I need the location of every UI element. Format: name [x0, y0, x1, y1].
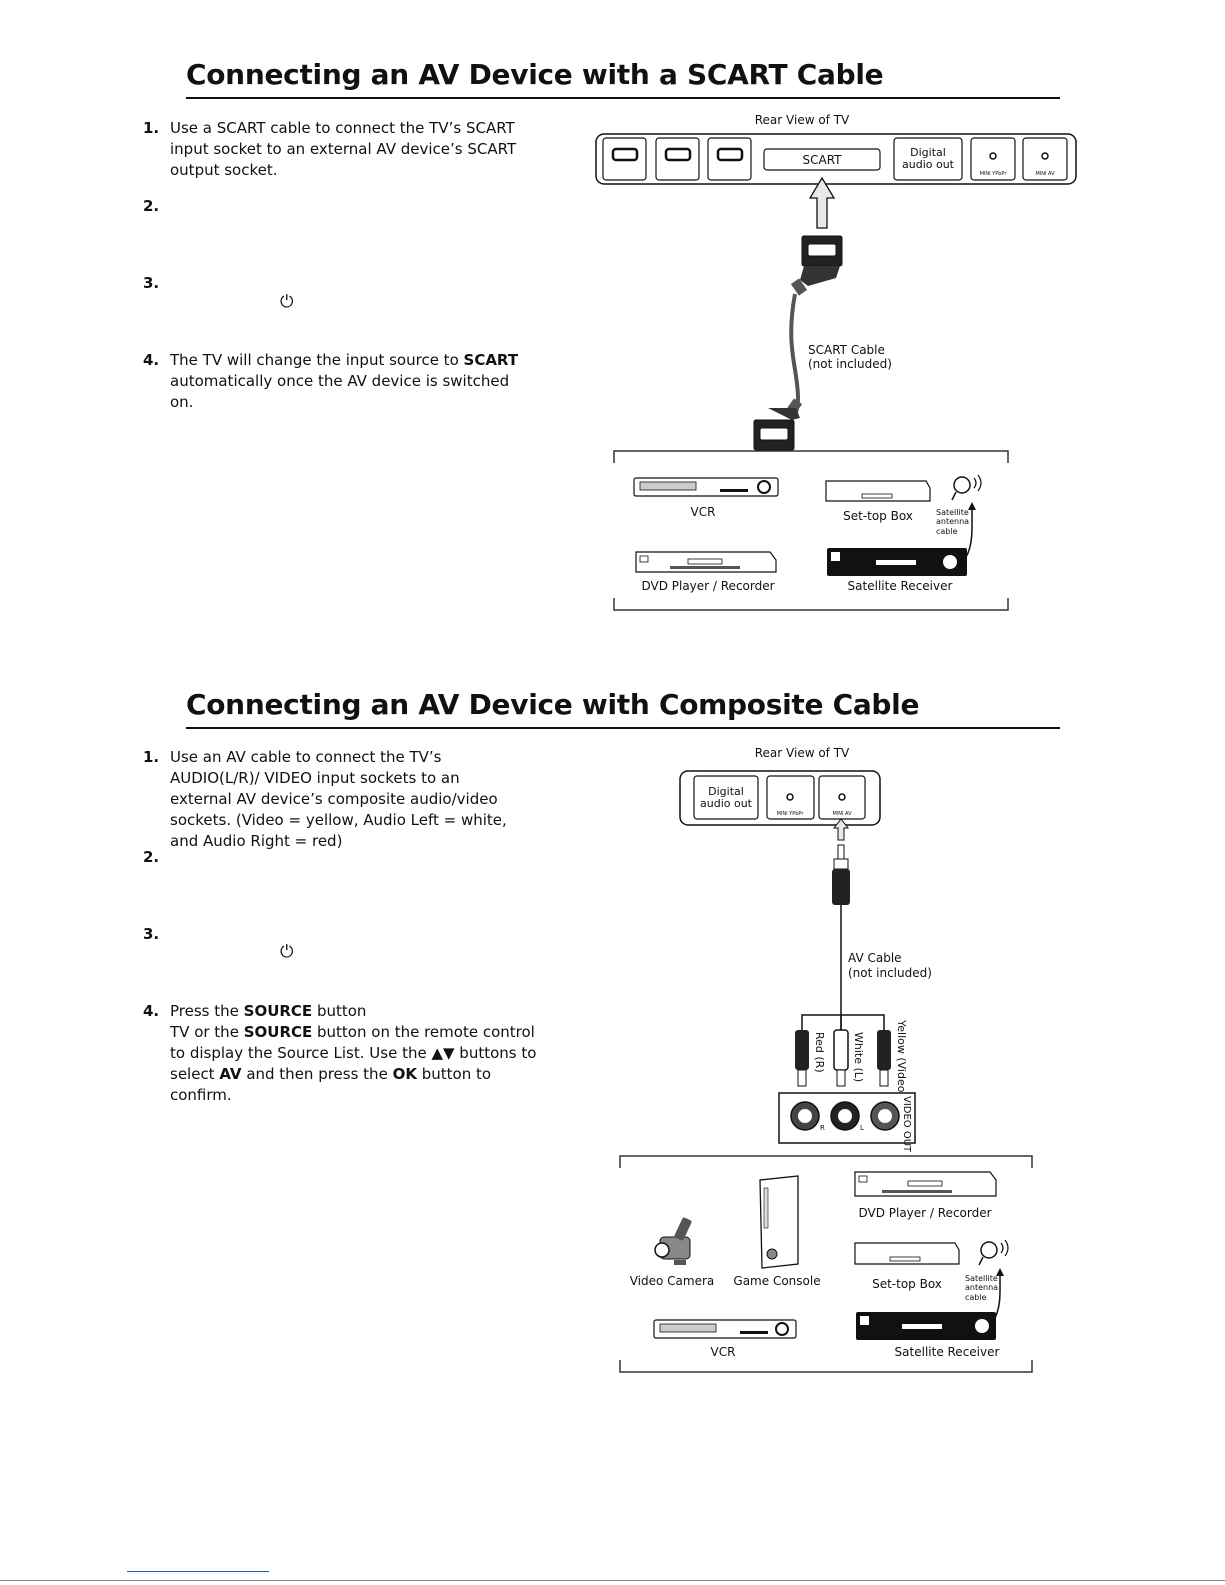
mini-av-port	[818, 775, 866, 820]
sat-cable-label: antenna	[965, 1283, 998, 1292]
digital-audio-label: audio out	[700, 797, 753, 810]
satellite-dish-icon	[978, 1239, 1009, 1266]
device-label-dvd: DVD Player / Recorder	[641, 579, 774, 593]
video-out-label: VIDEO OUT	[901, 1096, 912, 1153]
scart-port-label: SCART	[803, 153, 843, 167]
mini-av-label: MINI AV	[1035, 171, 1055, 177]
section-title-composite: Connecting an AV Device with Composite C…	[186, 688, 920, 721]
footer-link-line	[127, 1571, 269, 1572]
vcr-icon	[653, 1319, 797, 1339]
step-number: 3.	[143, 925, 160, 943]
scart-connection-diagram: Rear View of TV SCART Digital audio out …	[595, 113, 1077, 611]
device-label-set-top-box: Set-top Box	[872, 1277, 942, 1291]
plug-label-red: Red (R)	[813, 1032, 826, 1073]
device-group-bracket	[619, 1155, 1033, 1168]
set-top-box-icon	[825, 480, 931, 502]
hdmi-port-3	[707, 137, 752, 181]
device-label-vcr: VCR	[711, 1345, 736, 1359]
sat-cable-label: cable	[965, 1293, 987, 1302]
power-icon: ⏻	[280, 942, 294, 962]
mini-ypbpr-label: MINI YPbPr	[980, 171, 1008, 177]
sat-cable-label: antenna	[936, 517, 969, 526]
step-number: 1.	[143, 119, 160, 137]
device-label-video-camera: Video Camera	[630, 1274, 715, 1288]
hdmi-port-1	[602, 137, 647, 181]
title-underline	[186, 97, 1060, 99]
socket-label-r: R	[820, 1124, 825, 1132]
mini-av-plug	[832, 844, 850, 905]
scart-port	[763, 148, 881, 171]
digital-audio-label: audio out	[902, 158, 955, 171]
dvd-player-icon	[854, 1171, 997, 1197]
power-icon: ⏻	[280, 292, 294, 312]
device-label-set-top-box: Set-top Box	[843, 509, 913, 523]
satellite-receiver-icon	[827, 548, 967, 576]
step-number: 1.	[143, 748, 160, 766]
socket-label-l: L	[860, 1124, 864, 1132]
cable-label: (not included)	[848, 966, 932, 980]
plug-label-white: White (L)	[852, 1032, 865, 1082]
rca-plug-white	[833, 1029, 849, 1087]
sat-cable-label: Satellite	[936, 508, 969, 517]
composite-connection-diagram: Rear View of TV Digital audio out MINI Y…	[619, 746, 1033, 1373]
rear-view-label: Rear View of TV	[755, 746, 850, 760]
rca-plug-yellow	[877, 1030, 891, 1087]
step-number: 3.	[143, 274, 160, 292]
digital-audio-label: Digital	[910, 146, 946, 159]
digital-audio-label: Digital	[708, 785, 744, 798]
tv-rear-panel	[679, 770, 881, 826]
device-label-vcr: VCR	[691, 505, 716, 519]
scart-plug-bottom	[753, 398, 803, 451]
scart-plug-top	[790, 235, 843, 296]
dvd-player-icon	[635, 551, 777, 573]
satellite-receiver-icon	[856, 1312, 996, 1340]
sat-cable-label: cable	[936, 527, 958, 536]
set-top-box-icon	[854, 1242, 960, 1265]
step-text: The TV will change the input source to S…	[170, 351, 519, 411]
device-label-dvd: DVD Player / Recorder	[858, 1206, 991, 1220]
cable-label: AV Cable	[848, 951, 902, 965]
digital-audio-port	[693, 775, 759, 820]
step-text: Use a SCART cable to connect the TV’s SC…	[170, 119, 517, 179]
up-arrow-icon	[832, 818, 850, 841]
cable-label: (not included)	[808, 357, 892, 371]
up-arrow-icon	[808, 176, 836, 229]
tv-rear-panel	[595, 133, 1077, 185]
sat-cable-label: Satellite	[965, 1274, 998, 1283]
digital-audio-port	[893, 137, 963, 181]
page-bottom-rule	[0, 1580, 1225, 1581]
plug-label-yellow: Yellow (Video)	[895, 1019, 908, 1097]
satellite-dish-icon	[951, 474, 982, 501]
hdmi-port-2	[655, 137, 700, 181]
step-number: 4.	[143, 1002, 160, 1020]
mini-av-label: MINI AV	[832, 811, 852, 817]
mini-ypbpr-port	[766, 775, 815, 820]
step-number: 2.	[143, 848, 160, 866]
game-console-icon	[759, 1175, 799, 1269]
rca-plug-red	[795, 1030, 809, 1087]
vcr-icon	[633, 477, 779, 497]
step-number: 4.	[143, 351, 160, 369]
mini-ypbpr-label: MINI YPbPr	[777, 811, 805, 817]
rear-view-label: Rear View of TV	[755, 113, 850, 127]
step-number: 2.	[143, 197, 160, 215]
device-label-satellite-receiver: Satellite Receiver	[895, 1345, 1000, 1359]
section-title-scart: Connecting an AV Device with a SCART Cab…	[186, 58, 884, 91]
device-group-bracket	[613, 450, 1009, 463]
step-text: Use an AV cable to connect the TV’s AUDI…	[170, 748, 507, 850]
video-camera-icon	[654, 1217, 692, 1265]
device-label-satellite-receiver: Satellite Receiver	[848, 579, 953, 593]
device-label-game-console: Game Console	[733, 1274, 820, 1288]
cable-label: SCART Cable	[808, 343, 885, 357]
title-underline	[186, 727, 1060, 729]
